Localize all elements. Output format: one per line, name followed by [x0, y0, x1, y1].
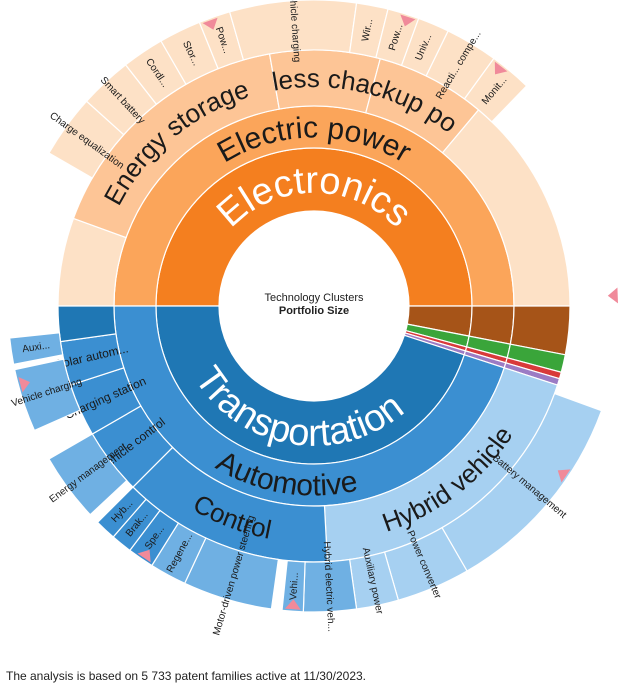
overflow-marker-icon[interactable]: [137, 549, 151, 563]
center-hole: [220, 212, 408, 400]
overflow-marker-icon[interactable]: [607, 287, 618, 304]
sunburst-segment-vehi[interactable]: [281, 559, 306, 613]
sunburst-segment-monit[interactable]: [463, 57, 528, 123]
center-label: Technology Clusters Portfolio Size: [214, 292, 414, 318]
sunburst-segment-vehicle-charging[interactable]: [13, 358, 81, 432]
overflow-marker-icon[interactable]: [18, 376, 31, 393]
center-title: Technology Clusters: [264, 292, 364, 304]
overflow-marker-icon[interactable]: [557, 469, 571, 483]
sunburst-segment-auxi[interactable]: [9, 332, 64, 366]
overflow-marker-icon[interactable]: [202, 17, 218, 30]
sunburst-segment[interactable]: [57, 305, 117, 343]
sunburst-segment-energy-management[interactable]: [48, 433, 128, 516]
segment-label-vehi: Vehi...: [288, 572, 301, 601]
segment-label-wir: Wir...: [360, 18, 375, 42]
segment-label-hybrid-electric-veh: Hybrid electric veh...: [321, 541, 337, 632]
footnote: The analysis is based on 5 733 patent fa…: [6, 669, 367, 683]
center-subtitle: Portfolio Size: [278, 305, 350, 317]
overflow-marker-icon[interactable]: [284, 599, 301, 610]
overflow-marker-icon[interactable]: [494, 61, 508, 75]
sunburst-segment-hyb[interactable]: [96, 486, 147, 538]
segment-label-auxi: Auxi...: [22, 340, 51, 355]
overflow-marker-icon[interactable]: [400, 14, 416, 27]
